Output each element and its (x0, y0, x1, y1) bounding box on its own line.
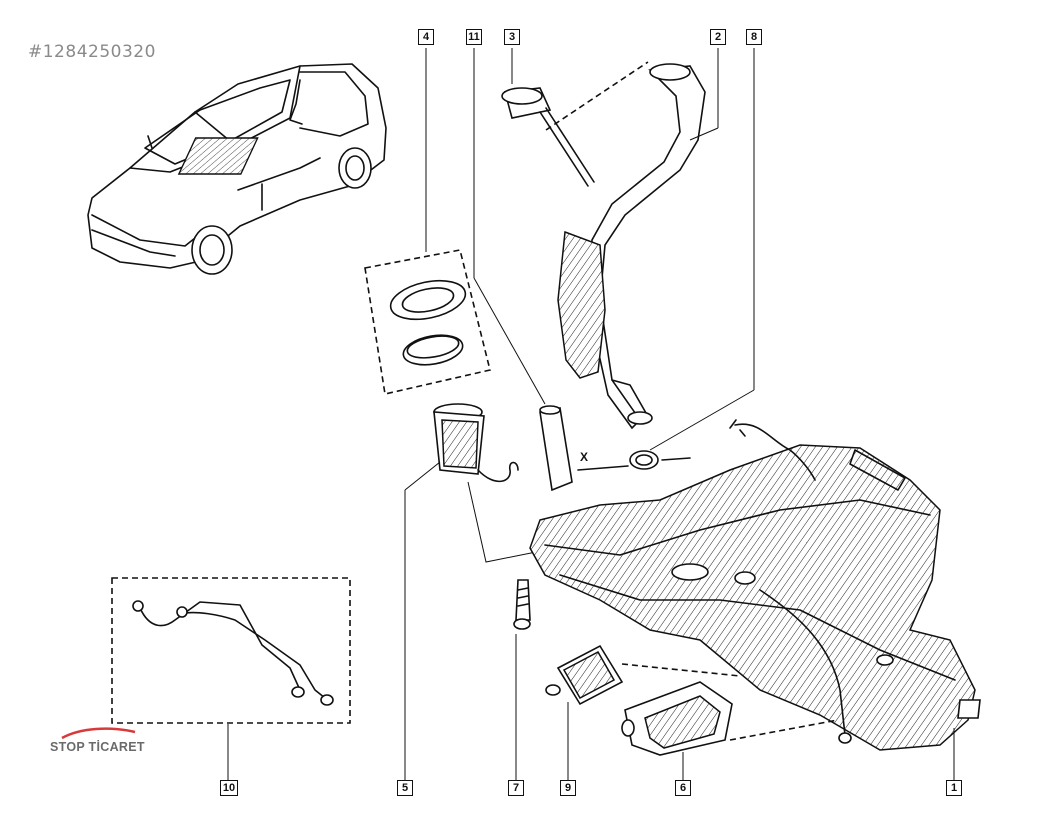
callout-10: 10 (220, 780, 238, 796)
callout-8: 8 (746, 29, 762, 45)
pump-part (621, 681, 839, 780)
fuel-filter-part (545, 644, 741, 780)
callout-2: 2 (710, 29, 726, 45)
pipe-harness-group (111, 577, 351, 780)
clamp-part (577, 48, 755, 471)
lock-ring-seal-group (364, 48, 491, 395)
callout-3: 3 (504, 29, 520, 45)
watermark-logo (61, 727, 136, 740)
callout-9: 9 (560, 780, 576, 796)
dimension-label-x: X (580, 450, 589, 464)
car-illustration (87, 63, 387, 275)
callout-7: 7 (508, 780, 524, 796)
callout-4: 4 (418, 29, 434, 45)
watermark-text: STOP TİCARET (50, 740, 145, 754)
filler-neck-part (557, 48, 719, 430)
callout-6: 6 (675, 780, 691, 796)
vent-valve-part (501, 48, 649, 187)
fuel-tank-part (529, 419, 981, 780)
fuel-pump-sender-part (404, 403, 537, 780)
callout-5: 5 (397, 780, 413, 796)
callout-11: 11 (466, 29, 482, 45)
bolt-part (513, 579, 531, 780)
callout-1: 1 (946, 780, 962, 796)
tube-part (473, 48, 573, 492)
image-reference-code: #1284250320 (28, 42, 156, 62)
